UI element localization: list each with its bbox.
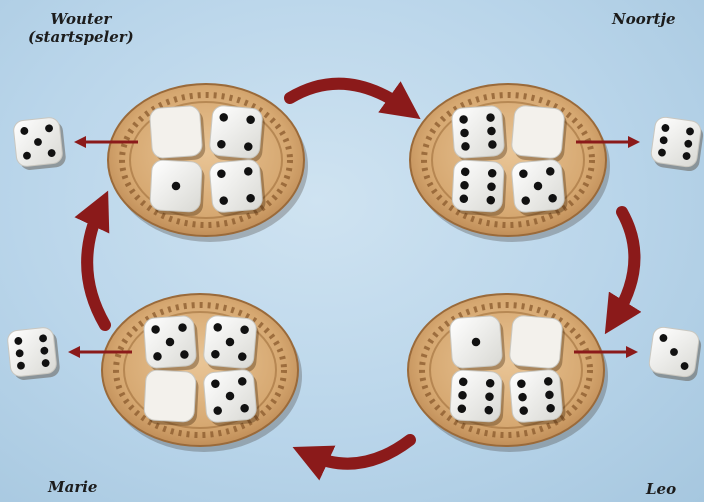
passed-die xyxy=(649,116,704,172)
start-player-note: (startspeler) xyxy=(28,28,134,46)
player-label-wouter: Wouter (startspeler) xyxy=(28,10,134,46)
player-label-noortje: Noortje xyxy=(612,10,676,28)
plate-die xyxy=(149,105,206,163)
plate-die xyxy=(451,105,508,163)
plate-wouter xyxy=(108,84,308,242)
player-name-marie: Marie xyxy=(48,478,97,496)
plate-die xyxy=(143,315,200,373)
plate-die xyxy=(209,159,267,217)
plate-die xyxy=(150,160,206,217)
turn-arrow-bottom xyxy=(310,440,410,464)
player-label-marie: Marie xyxy=(48,478,97,496)
plate-die xyxy=(449,315,506,373)
plate-die xyxy=(509,369,567,427)
turn-arrow-left xyxy=(87,208,105,325)
plate-die xyxy=(511,105,569,163)
plate-noortje xyxy=(410,84,610,242)
plate-die xyxy=(203,315,261,373)
plate-die xyxy=(203,369,261,427)
plate-marie xyxy=(102,294,302,452)
turn-arrow-top xyxy=(290,84,405,108)
turn-arrow-right xyxy=(615,212,634,318)
player-name-wouter: Wouter xyxy=(28,10,134,28)
passed-die xyxy=(13,116,67,171)
player-label-leo: Leo xyxy=(646,480,676,498)
plate-leo xyxy=(408,294,608,452)
player-name-noortje: Noortje xyxy=(612,10,676,28)
plate-die xyxy=(209,105,267,163)
player-name-leo: Leo xyxy=(646,480,676,498)
plate-die xyxy=(509,315,567,373)
plate-die xyxy=(452,160,508,217)
passed-die xyxy=(7,326,61,381)
plate-die xyxy=(144,370,200,427)
passed-die xyxy=(647,326,702,382)
plate-die xyxy=(511,159,569,217)
plate-die xyxy=(450,370,506,427)
